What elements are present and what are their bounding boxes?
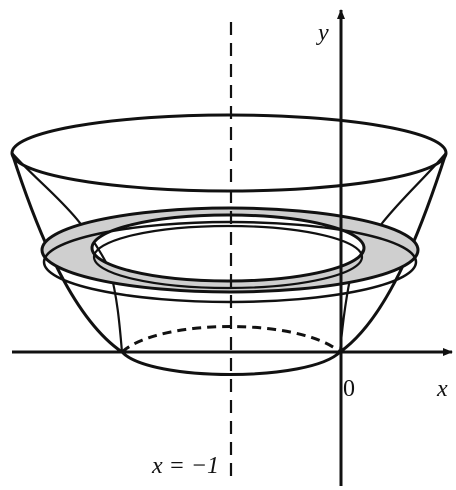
bowl-left-outer-wall: [10, 152, 123, 354]
axis-of-rotation-label: x = −1: [151, 453, 219, 479]
origin-label: 0: [343, 376, 355, 402]
bowl-top-rim: [10, 113, 448, 193]
base-front-arc: [120, 350, 342, 376]
washer-inner-edge-lower: [92, 224, 364, 290]
washer-outer-edge: [40, 206, 420, 294]
x-axis-label: x: [436, 376, 448, 402]
y-axis-label: y: [316, 20, 329, 46]
washer-inner-edge: [90, 213, 366, 283]
bowl-right-outer-wall: [339, 152, 448, 354]
